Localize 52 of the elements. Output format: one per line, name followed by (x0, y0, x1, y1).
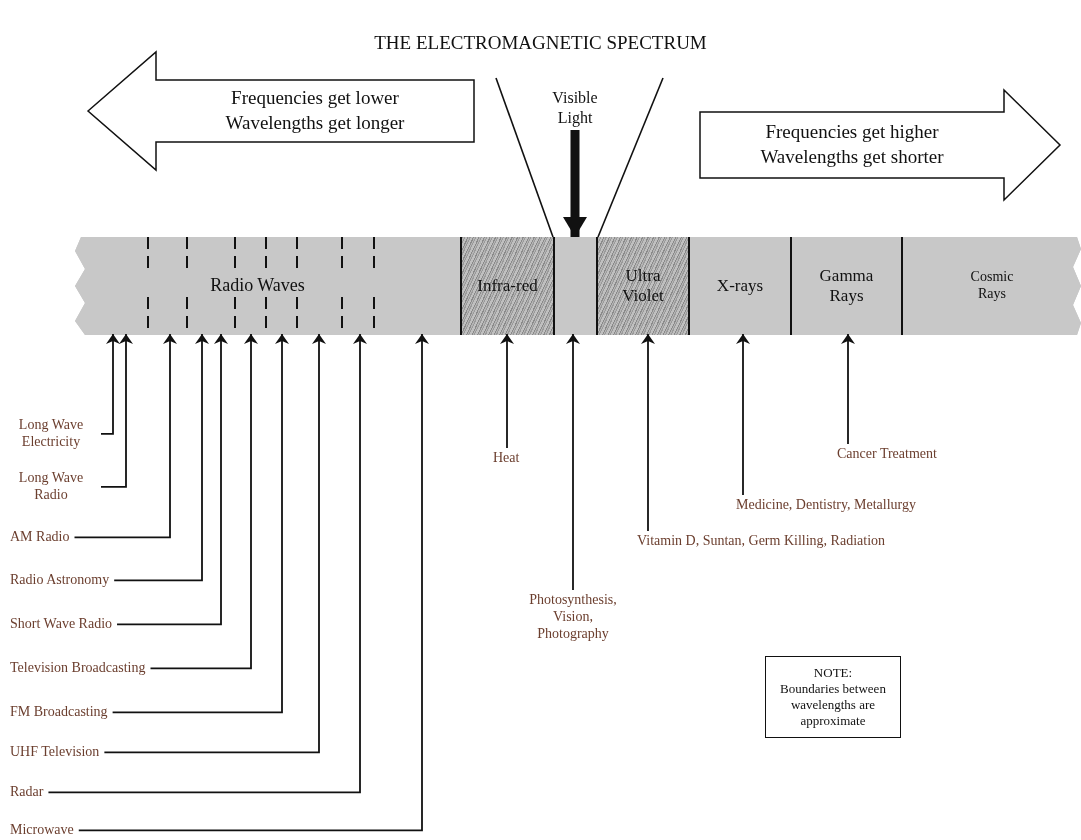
use-label: Heat (493, 450, 520, 467)
leader-arrow (77, 333, 429, 832)
thick-arrow (563, 130, 587, 237)
leader-arrow (149, 333, 258, 670)
use-label: Short Wave Radio (10, 616, 113, 633)
use-label: Cancer Treatment (837, 446, 937, 463)
arrow-caption: Wavelengths get longer (225, 111, 405, 135)
region-label: Gamma Rays (818, 265, 875, 307)
use-label: AM Radio (10, 529, 70, 546)
note-box (765, 656, 901, 738)
leader-arrow (113, 333, 209, 582)
leader-arrow (103, 333, 326, 754)
note-text: Boundaries between wavelengths are approximate (779, 680, 887, 730)
use-label: Microwave (10, 822, 74, 839)
arrow-caption: Frequencies get higher (765, 120, 939, 145)
leader-arrow (47, 333, 367, 794)
ultraviolet-region (598, 237, 690, 335)
use-label: Television Broadcasting (10, 660, 146, 677)
spectrum-band (75, 237, 1081, 335)
arrow-caption: Wavelengths get shorter (760, 145, 944, 169)
diagram-title: THE ELECTROMAGNETIC SPECTRUM (373, 32, 708, 54)
infrared-region (460, 237, 553, 335)
region-label: Ultra Violet (621, 265, 665, 307)
leader-arrow (841, 333, 855, 445)
leader-arrow (73, 333, 177, 539)
leader-arrow (566, 333, 580, 591)
region-label: X-rays (716, 275, 764, 297)
leader-arrow (641, 333, 655, 532)
leader-arrow (100, 333, 133, 488)
use-label: Long Wave Radio (6, 470, 96, 504)
caption-text: Visible Light (540, 88, 610, 128)
visible-light-region (553, 237, 598, 335)
use-label: Long Wave Electricity (6, 417, 96, 451)
use-label: UHF Television (10, 744, 100, 761)
use-label: FM Broadcasting (10, 704, 108, 721)
leader-arrow (736, 333, 750, 496)
leader-arrow (116, 333, 228, 626)
note-text: NOTE: (813, 664, 853, 681)
use-label: Medicine, Dentistry, Metallurgy (736, 497, 917, 514)
use-label: Photosynthesis, Vision, Photography (523, 592, 623, 643)
block-arrow (86, 50, 476, 172)
leader-arrow (500, 333, 514, 449)
use-label: Radio Astronomy (10, 572, 110, 589)
region-label: Infra-red (477, 275, 538, 297)
use-label: Vitamin D, Suntan, Germ Killing, Radiation (637, 533, 886, 550)
block-arrow (698, 88, 1062, 202)
arrow-caption: Frequencies get lower (231, 86, 399, 111)
leader-arrow (111, 333, 289, 714)
region-label: Radio Waves (210, 275, 305, 297)
leader-arrow (100, 333, 120, 435)
use-label: Radar (10, 784, 44, 801)
region-label: Cosmic Rays (969, 269, 1015, 303)
